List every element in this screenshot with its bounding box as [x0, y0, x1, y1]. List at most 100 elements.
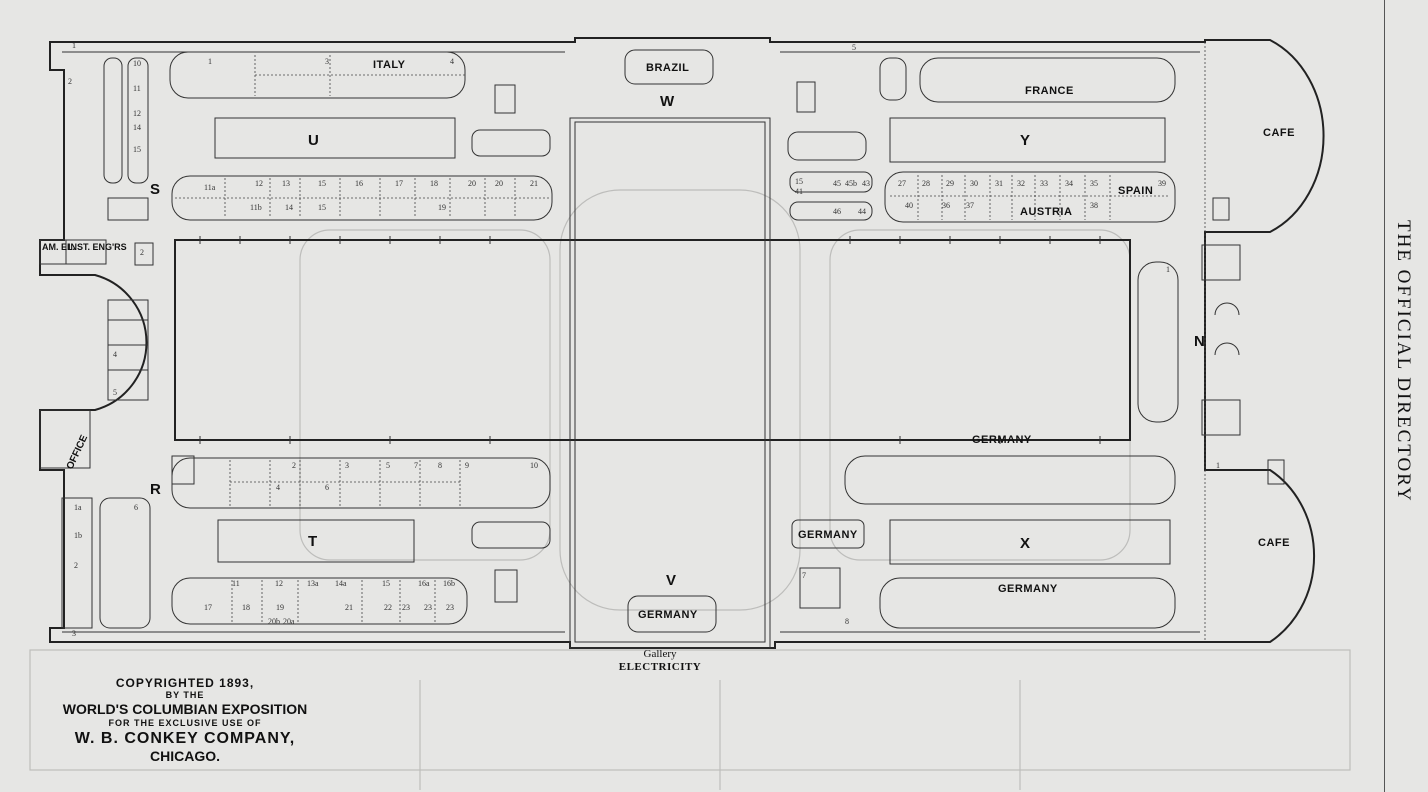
country-germany-top: GERMANY	[972, 434, 1032, 446]
copyright-line-6: CHICAGO.	[150, 747, 220, 764]
svg-text:18: 18	[430, 179, 438, 188]
right-wing-block	[1137, 261, 1179, 423]
svg-text:1: 1	[1166, 265, 1170, 274]
svg-text:14: 14	[285, 203, 293, 212]
svg-text:36: 36	[942, 201, 950, 210]
lower-left-spaces	[171, 457, 551, 509]
copyright-line-3: WORLD'S COLUMBIAN EXPOSITION	[62, 701, 308, 718]
right-row-spaces	[884, 171, 1176, 223]
section-t-block	[217, 519, 415, 563]
svg-text:14: 14	[133, 123, 141, 132]
svg-text:6: 6	[325, 483, 329, 492]
svg-text:37: 37	[966, 201, 974, 210]
svg-text:16a: 16a	[418, 579, 430, 588]
svg-text:20b: 20b	[268, 617, 280, 626]
svg-text:9: 9	[465, 461, 469, 470]
svg-text:1: 1	[208, 57, 212, 66]
svg-text:35: 35	[1090, 179, 1098, 188]
svg-text:7: 7	[802, 571, 806, 580]
svg-text:29: 29	[946, 179, 954, 188]
official-directory-title: THE OFFICIAL DIRECTORY	[1393, 220, 1414, 503]
section-t-label: T	[308, 533, 317, 550]
svg-text:1b: 1b	[74, 531, 82, 540]
stairs-w	[494, 84, 516, 114]
svg-text:38: 38	[1090, 201, 1098, 210]
country-germany-center: GERMANY	[998, 583, 1058, 595]
svg-text:46: 46	[833, 207, 841, 216]
svg-text:15: 15	[318, 203, 326, 212]
svg-text:8: 8	[438, 461, 442, 470]
svg-text:15: 15	[318, 179, 326, 188]
country-brazil: BRAZIL	[646, 62, 689, 74]
svg-text:1: 1	[1216, 461, 1220, 470]
svg-text:16: 16	[355, 179, 363, 188]
svg-text:8: 8	[845, 617, 849, 626]
germany-top-block	[844, 455, 1176, 505]
svg-text:33: 33	[1040, 179, 1048, 188]
svg-text:23: 23	[446, 603, 454, 612]
svg-text:21: 21	[345, 603, 353, 612]
section-y-block	[889, 117, 1166, 163]
germany-small-block	[791, 519, 865, 549]
svg-text:2: 2	[140, 248, 144, 257]
svg-text:45b: 45b	[845, 179, 857, 188]
country-italy: ITALY	[373, 59, 406, 71]
copyright-line-4: FOR THE EXCLUSIVE USE OF	[108, 717, 262, 728]
inst-engrs-label: INST. ENG'RS	[68, 242, 127, 252]
svg-text:31: 31	[995, 179, 1003, 188]
svg-text:15: 15	[133, 145, 141, 154]
svg-text:7: 7	[414, 461, 418, 470]
svg-text:10: 10	[133, 59, 141, 68]
svg-text:15: 15	[795, 177, 803, 186]
section-u-label: U	[308, 132, 319, 149]
svg-text:14a: 14a	[335, 579, 347, 588]
am-el-inst-block	[39, 239, 107, 265]
country-austria: AUSTRIA	[1020, 206, 1072, 218]
stairs-v	[494, 569, 518, 603]
section-x-block	[889, 519, 1171, 565]
copyright-line-1: COPYRIGHTED 1893,	[115, 676, 255, 690]
svg-text:44: 44	[858, 207, 866, 216]
svg-text:40: 40	[905, 201, 913, 210]
page-margin-rule	[1384, 0, 1385, 792]
section-r-label: R	[150, 481, 161, 498]
germany-bottom-block	[627, 595, 717, 633]
country-germany-small: GERMANY	[798, 529, 858, 541]
section-u-block	[214, 117, 456, 159]
copyright-line-5: W. B. CONKEY COMPANY,	[74, 729, 296, 747]
svg-text:18: 18	[242, 603, 250, 612]
svg-text:11: 11	[133, 84, 141, 93]
svg-text:3: 3	[325, 57, 329, 66]
svg-text:22: 22	[384, 603, 392, 612]
country-france: FRANCE	[1025, 85, 1074, 97]
svg-text:2: 2	[292, 461, 296, 470]
cafe-bottom-label: CAFE	[1258, 537, 1290, 549]
svg-text:12: 12	[133, 109, 141, 118]
gallery-line: Gallery	[643, 648, 677, 660]
country-germany-bottom: GERMANY	[638, 609, 698, 621]
svg-text:19: 19	[276, 603, 284, 612]
cafe-top-label: CAFE	[1263, 127, 1295, 139]
building-outline	[39, 37, 1325, 649]
svg-text:43: 43	[862, 179, 870, 188]
office-label: OFFICE	[65, 433, 91, 471]
svg-text:2: 2	[68, 77, 72, 86]
svg-text:12: 12	[255, 179, 263, 188]
france-block	[919, 57, 1176, 103]
am-el-label: AM. EL.	[42, 242, 75, 252]
svg-text:5: 5	[852, 43, 856, 52]
svg-text:11b: 11b	[250, 203, 262, 212]
section-w-label: W	[660, 93, 675, 110]
svg-text:41: 41	[795, 187, 803, 196]
svg-text:23: 23	[402, 603, 410, 612]
svg-text:5: 5	[113, 388, 117, 397]
copyright-block: COPYRIGHTED 1893, BY THE WORLD'S COLUMBI…	[30, 676, 340, 765]
svg-text:17: 17	[395, 179, 403, 188]
svg-text:13a: 13a	[307, 579, 319, 588]
bottom-left-spaces	[171, 577, 468, 625]
floor-plan: U S W Y R T V X N ITALY BRAZIL FRANCE SP…	[29, 37, 1351, 790]
svg-text:20: 20	[468, 179, 476, 188]
svg-text:1: 1	[72, 41, 76, 50]
copyright-line-2: BY THE	[165, 690, 205, 701]
svg-text:20: 20	[495, 179, 503, 188]
